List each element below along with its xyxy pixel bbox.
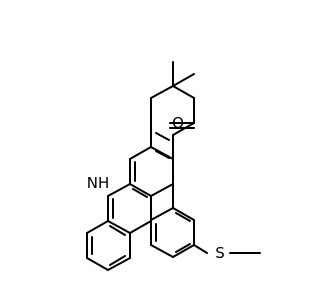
bond — [172, 244, 195, 258]
oxygen-label: O — [172, 114, 184, 132]
double-bond — [109, 225, 126, 236]
cyclohexenone-ring — [150, 61, 195, 160]
nitrogen-label: NH — [87, 174, 110, 192]
double-bond — [132, 188, 148, 198]
methyl-bond — [172, 73, 195, 87]
bond — [107, 220, 131, 234]
sulfur-label: S — [215, 244, 225, 262]
molecule-diagram: NH O S — [86, 61, 261, 271]
bond — [150, 244, 174, 258]
bond — [150, 85, 174, 99]
bond — [172, 85, 195, 99]
benzo-ring-outer — [86, 220, 131, 271]
bond — [150, 183, 174, 197]
bond — [107, 257, 131, 271]
double-bond — [109, 255, 126, 266]
bond — [150, 146, 174, 160]
bond — [129, 183, 152, 197]
dihydropyridine-ring — [129, 134, 174, 197]
bond — [150, 207, 174, 221]
double-bond — [175, 212, 191, 222]
bond — [129, 146, 152, 160]
double-bond — [175, 243, 191, 253]
bond — [107, 183, 131, 197]
bond — [172, 207, 195, 221]
double-bond — [155, 150, 170, 159]
thioether-group — [193, 244, 261, 254]
benzo-ring-inner — [107, 183, 152, 234]
double-bond — [155, 132, 170, 141]
bond — [193, 244, 208, 254]
bond — [129, 220, 152, 234]
methylthiophenyl-ring — [150, 183, 195, 258]
bond — [86, 220, 109, 234]
bond — [86, 257, 109, 271]
